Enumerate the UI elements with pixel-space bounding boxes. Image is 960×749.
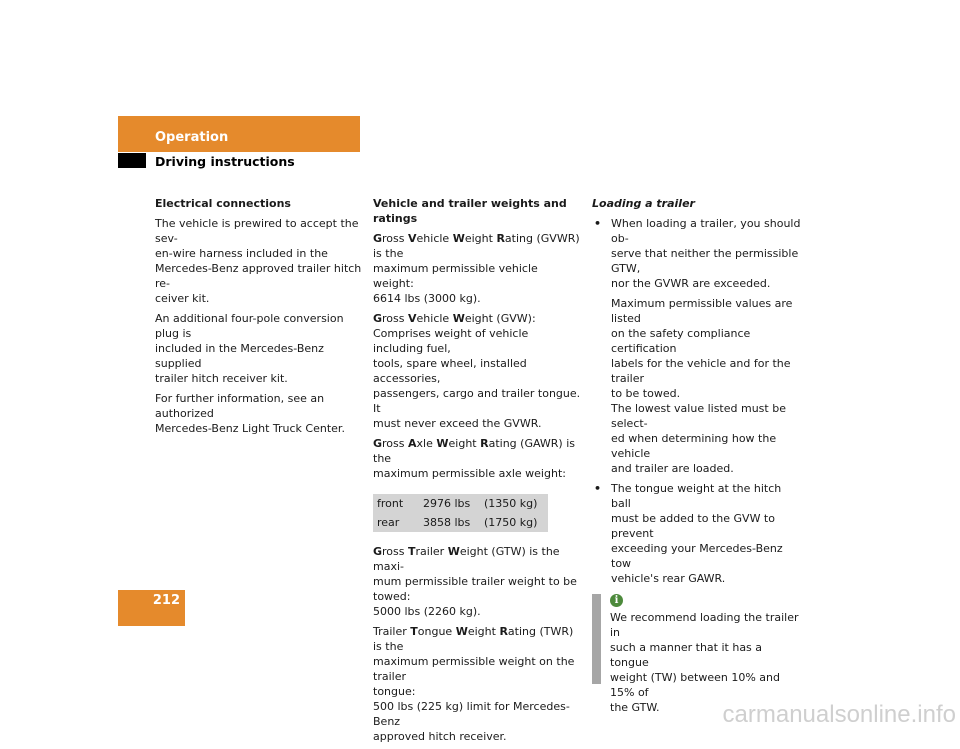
text-fragment: eight (GTW) is the maxi- mum permissible… (373, 545, 577, 618)
bullet-list: • When loading a trailer, you should ob-… (592, 216, 804, 586)
list-item: • When loading a trailer, you should ob-… (592, 216, 804, 476)
paragraph-twr: Trailer Tongue Weight Rating (TWR) is th… (373, 624, 581, 744)
initial-g: G (373, 232, 383, 245)
subsection-title: Driving instructions (155, 154, 295, 169)
initial-g: G (373, 545, 383, 558)
initial-w: W (436, 437, 449, 450)
text-fragment: ehicle (416, 312, 453, 325)
text-fragment: railer (415, 545, 448, 558)
paragraph-prewired: The vehicle is prewired to accept the se… (155, 217, 362, 305)
column-electrical-connections: Electrical connections The vehicle is pr… (155, 196, 363, 441)
text-fragment: ehicle (416, 232, 453, 245)
bullet-dot-icon: • (594, 482, 602, 495)
bullet-dot-icon: • (594, 217, 602, 230)
column-weights-ratings: Vehicle and trailer weights and ratings … (373, 196, 581, 749)
watermark: carmanualsonline.info (722, 701, 956, 728)
text-fragment: ross (382, 545, 409, 558)
section-header-bar (118, 116, 360, 152)
text-fragment: eight (GVW): Comprises weight of vehicle… (373, 312, 581, 430)
paragraph-further-info: For further information, see an authoriz… (155, 392, 345, 435)
kg-cell: (1350 kg) (484, 497, 538, 510)
axle-cell: front (377, 497, 404, 510)
initial-v: V (408, 312, 417, 325)
kg-cell: (1750 kg) (484, 516, 538, 529)
info-icon: i (610, 594, 623, 607)
paragraph-conversion-plug: An additional four-pole conversion plug … (155, 312, 344, 385)
text-fragment: ross (382, 312, 409, 325)
bullet-subtext: Maximum permissible values are listed on… (611, 297, 793, 475)
initial-g: G (373, 312, 383, 325)
info-text: We recommend loading the trailer in such… (610, 611, 799, 714)
bullet-text: When loading a trailer, you should ob- s… (611, 217, 801, 290)
initial-t: T (410, 625, 418, 638)
initial-r: R (480, 437, 489, 450)
initial-w: W (455, 625, 468, 638)
text-fragment: ating (GAWR) is the maximum permissible … (373, 437, 575, 480)
heading-electrical-connections: Electrical connections (155, 197, 291, 210)
bullet-text: The tongue weight at the hitch ball must… (611, 482, 783, 585)
subsection-marker (118, 153, 146, 168)
table-row: rear 3858 lbs (1750 kg) (373, 513, 548, 532)
heading-weights-ratings: Vehicle and trailer weights and ratings (373, 197, 567, 225)
initial-w: W (452, 312, 465, 325)
text-fragment: Trailer (373, 625, 411, 638)
table-row: front 2976 lbs (1350 kg) (373, 494, 548, 513)
text-fragment: ongue (417, 625, 456, 638)
text-fragment: ating (GVWR) is the maximum permissible … (373, 232, 580, 305)
lbs-cell: 3858 lbs (423, 516, 471, 529)
page-number-box (118, 590, 185, 626)
initial-r: R (496, 232, 505, 245)
text-fragment: eight (464, 232, 497, 245)
initial-g: G (373, 437, 383, 450)
heading-loading-trailer: Loading a trailer (592, 197, 695, 210)
text-fragment: eight (448, 437, 481, 450)
paragraph-gvw: Gross Vehicle Weight (GVW): Comprises we… (373, 311, 581, 431)
column-loading-trailer: Loading a trailer • When loading a trail… (592, 196, 804, 715)
paragraph-gtw: Gross Trailer Weight (GTW) is the maxi- … (373, 544, 581, 619)
text-fragment: xle (416, 437, 437, 450)
paragraph-gawr: Gross Axle Weight Rating (GAWR) is the m… (373, 436, 581, 481)
lbs-cell: 2976 lbs (423, 497, 471, 510)
text-fragment: ating (TWR) is the maximum permissible w… (373, 625, 575, 743)
text-fragment: eight (467, 625, 500, 638)
list-item: • The tongue weight at the hitch ball mu… (592, 481, 804, 586)
initial-w: W (447, 545, 460, 558)
initial-w: W (452, 232, 465, 245)
text-fragment: ross (382, 232, 409, 245)
section-title: Operation (155, 130, 229, 145)
page-number: 212 (152, 593, 180, 608)
initial-t: T (408, 545, 416, 558)
text-fragment: ross (382, 437, 409, 450)
axle-cell: rear (377, 516, 400, 529)
axle-weight-table: front 2976 lbs (1350 kg) rear 3858 lbs (… (373, 494, 548, 532)
initial-a: A (408, 437, 417, 450)
paragraph-gvwr: Gross Vehicle Weight Rating (GVWR) is th… (373, 231, 581, 306)
info-note: i We recommend loading the trailer in su… (592, 594, 804, 715)
initial-v: V (408, 232, 417, 245)
initial-r: R (499, 625, 508, 638)
